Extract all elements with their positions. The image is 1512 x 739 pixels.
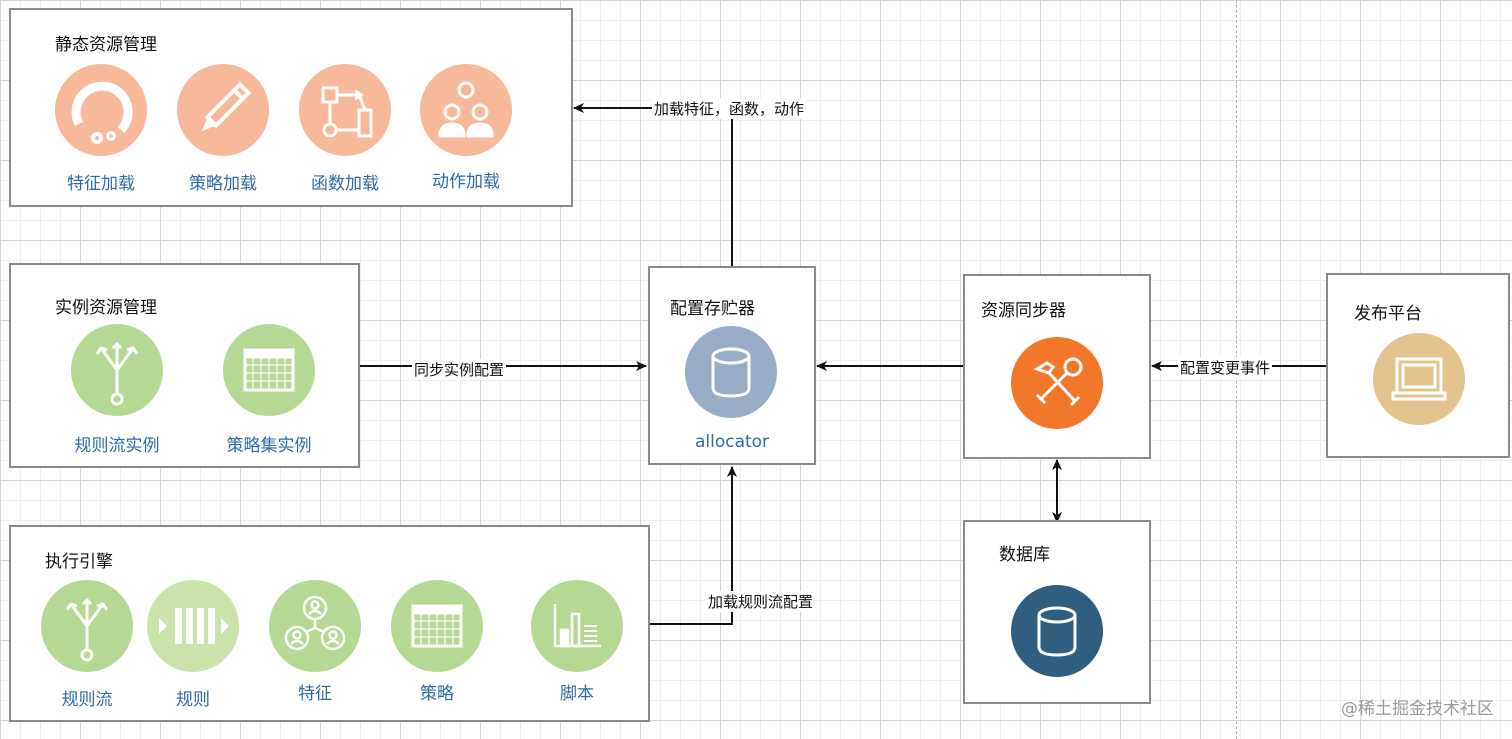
- resource-sync-title: 资源同步器: [981, 301, 1066, 321]
- item-label-feature-load: 特征加载: [67, 174, 135, 194]
- static-resource-title: 静态资源管理: [55, 35, 157, 55]
- monitor-icon: [1373, 333, 1465, 425]
- item-label-script: 脚本: [560, 684, 594, 704]
- config-store-box: 配置存贮器 allocator: [648, 266, 816, 465]
- edge-load-static: [573, 103, 733, 266]
- publish-platform-box: 发布平台: [1326, 273, 1510, 458]
- edge-label-config-event: 配置变更事件: [1178, 357, 1273, 378]
- bars-icon: [147, 580, 239, 672]
- execution-engine-title: 执行引擎: [45, 552, 113, 572]
- edge-label-load-ruleflow: 加载规则流配置: [706, 591, 816, 612]
- users-network-icon: [269, 580, 361, 672]
- item-label-rule: 规则: [176, 690, 210, 710]
- table-grid-icon: [223, 324, 315, 416]
- item-label-strategyset-instance: 策略集实例: [226, 436, 312, 456]
- config-store-label: allocator: [694, 432, 770, 452]
- resource-sync-box: 资源同步器: [963, 274, 1151, 459]
- item-label-ruleflow: 规则流: [61, 690, 113, 710]
- flow-icon: [299, 64, 391, 156]
- item-label-feature: 特征: [298, 684, 332, 704]
- edge-label-sync-instance: 同步实例配置: [412, 359, 507, 380]
- execution-engine-box: 执行引擎 规则流 规则 特征: [9, 525, 650, 722]
- tools-icon: [1011, 337, 1103, 429]
- instance-resource-title: 实例资源管理: [55, 298, 157, 318]
- database-box: 数据库: [963, 520, 1151, 704]
- item-label-ruleflow-instance: 规则流实例: [74, 436, 160, 456]
- branch-arrows-icon: [71, 324, 163, 416]
- config-store-title: 配置存贮器: [670, 299, 755, 319]
- watermark-text: @稀土掘金技术社区: [1341, 699, 1494, 719]
- instance-resource-box: 实例资源管理 规则流实例 策略集实例: [9, 263, 360, 468]
- publish-platform-title: 发布平台: [1354, 304, 1422, 324]
- edge-load-ruleflow: [650, 466, 737, 625]
- item-label-strategy: 策略: [420, 684, 454, 704]
- database-icon: [1011, 585, 1103, 677]
- item-label-action-load: 动作加载: [432, 172, 500, 192]
- branch-arrows-icon: [41, 580, 133, 672]
- item-label-strategy-load: 策略加载: [189, 174, 257, 194]
- database-title: 数据库: [999, 545, 1050, 565]
- edge-label-load-static: 加载特征，函数，动作: [652, 98, 807, 119]
- people-group-icon: [420, 64, 512, 156]
- static-resource-box: 静态资源管理 特征加载 策略加载: [9, 8, 573, 207]
- table-grid-icon: [391, 580, 483, 672]
- item-label-function-load: 函数加载: [311, 174, 379, 194]
- bar-chart-icon: [531, 580, 623, 672]
- gear-cycle-icon: [55, 64, 147, 156]
- pencil-icon: [177, 64, 269, 156]
- database-icon: [685, 326, 777, 418]
